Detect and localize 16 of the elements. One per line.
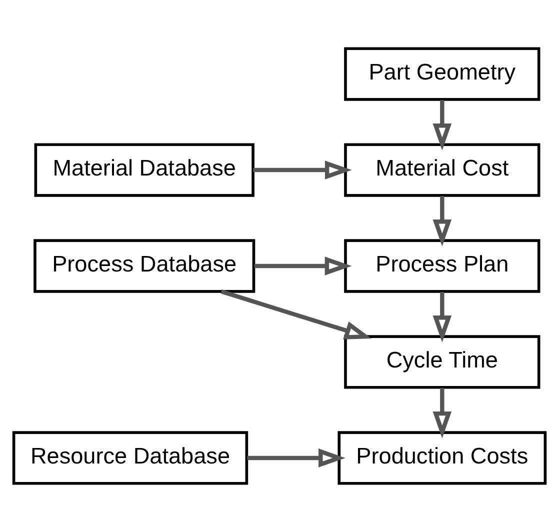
arrow — [432, 195, 452, 246]
node-box: Cycle Time — [344, 334, 540, 388]
node-box: Part Geometry — [344, 46, 540, 100]
arrow — [220, 289, 372, 339]
arrow — [254, 256, 352, 275]
node-box: Process Database — [34, 238, 256, 292]
node-box: Material Database — [34, 142, 254, 196]
node-box: Process Plan — [344, 238, 540, 292]
arrow — [432, 99, 452, 150]
node-box: Resource Database — [12, 430, 248, 484]
arrow — [432, 291, 452, 342]
arrow — [253, 160, 352, 179]
arrow — [247, 448, 346, 467]
node-box: Production Costs — [338, 430, 547, 484]
arrow — [432, 387, 452, 438]
node-box: Material Cost — [344, 142, 540, 196]
